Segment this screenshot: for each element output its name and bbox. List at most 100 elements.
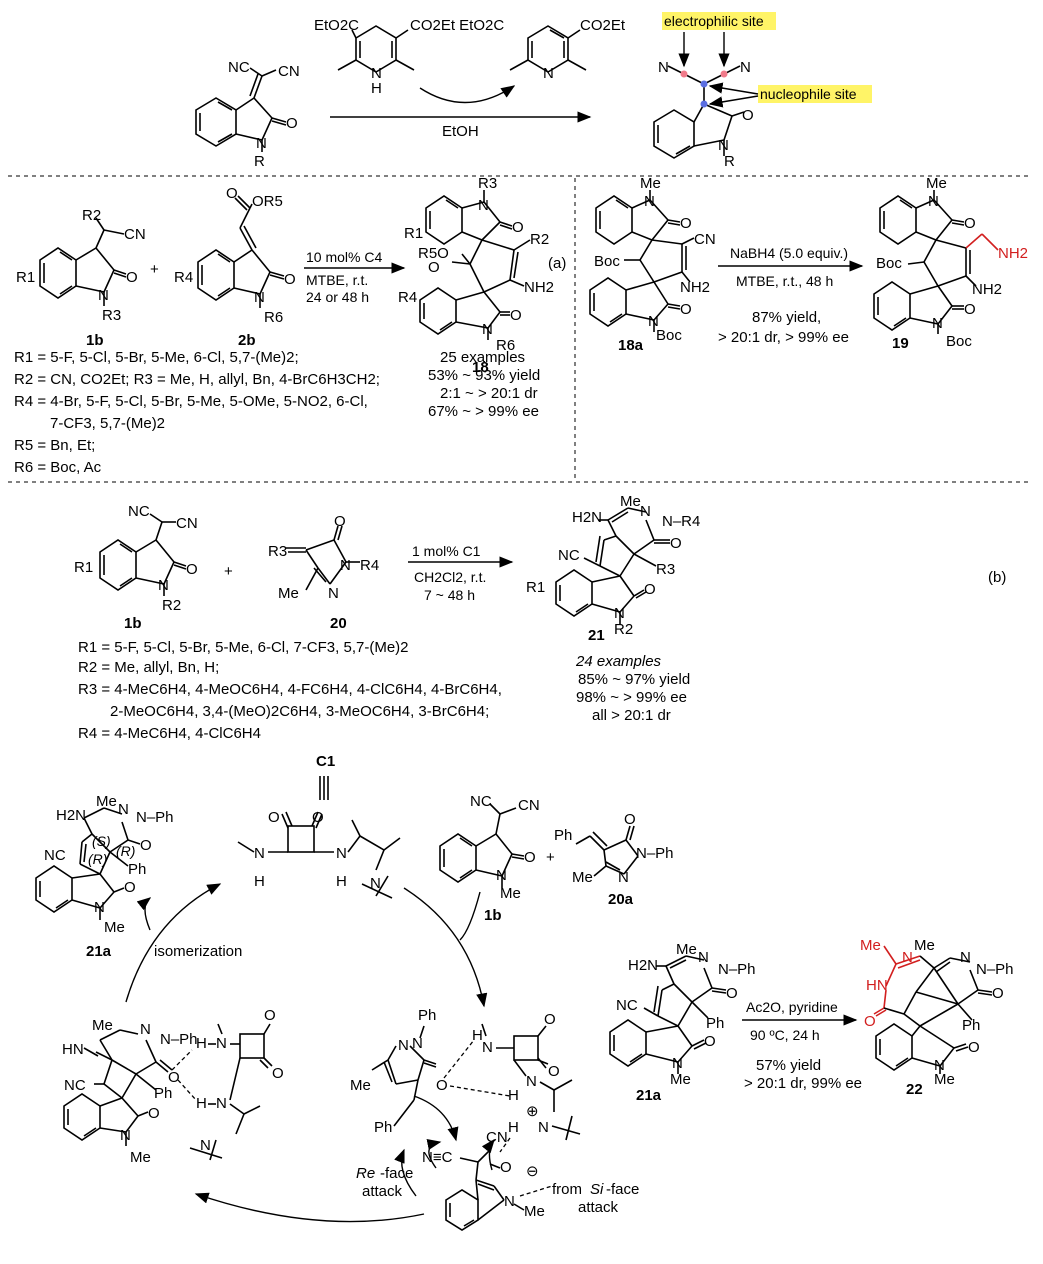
p18-n2: N: [482, 321, 493, 338]
cond-ac2o: 90 ºC, 24 h: [750, 1027, 820, 1043]
p18-r3: R3: [478, 175, 497, 192]
ts-ph2: Ph: [374, 1119, 392, 1136]
p18a-n2: N: [648, 313, 659, 330]
re-attack: attack: [362, 1183, 403, 1200]
result-b-3: all > 20:1 dr: [592, 707, 671, 724]
result-b-0: 24 examples: [575, 653, 662, 670]
m1b-n: N: [496, 867, 507, 884]
int-o3: O: [148, 1105, 160, 1122]
ts-cn: CN: [486, 1129, 508, 1146]
si-face: Si: [590, 1181, 604, 1198]
label-isomerization: isomerization: [154, 943, 242, 960]
result-22-1: 57% yield: [756, 1057, 821, 1074]
p21-h2n: H2N: [572, 509, 602, 526]
ts-n3: N: [538, 1119, 549, 1136]
cond-b-2: CH2Cl2, r.t.: [414, 569, 486, 585]
m21a-ph: Ph: [128, 861, 146, 878]
m21a-n2: N: [94, 899, 105, 916]
arrow-cycle-up: [125, 883, 222, 1003]
section-a: R2 CN R1 O N R3 1b +: [14, 175, 566, 476]
p18-nh2: NH2: [524, 279, 554, 296]
b-sm1-cn: CN: [176, 515, 198, 532]
sm1-r2: R2: [82, 207, 101, 224]
oxindole-1b-b: NC CN R1 O N R2 1b: [74, 503, 198, 632]
ts-nc: N≡C: [422, 1149, 453, 1166]
m20a-ph: Ph: [554, 827, 572, 844]
p22-n-red: N: [902, 949, 913, 966]
m20a-n: N: [618, 869, 629, 886]
label-19: 19: [892, 335, 909, 352]
m21a-r2: (R): [116, 843, 135, 859]
subst-b-4: R4 = 4-MeC6H4, 4-ClC6H4: [78, 725, 261, 742]
d21a-ph: Ph: [706, 1015, 724, 1032]
arrow-sm-merge: [459, 891, 481, 941]
m20a-nph: N–Ph: [636, 845, 674, 862]
m21a-s: (S): [92, 833, 111, 849]
sm2-or5: OR5: [252, 193, 283, 210]
int-h1: H: [196, 1035, 207, 1052]
p19-nh2: NH2: [972, 281, 1002, 298]
int-o-bot: O: [272, 1065, 284, 1082]
m21a-nph: N–Ph: [136, 809, 174, 826]
cond-a-2: MTBE, r.t.: [306, 272, 368, 288]
mechanism: C1 O O N H N H N: [35, 753, 674, 1231]
cat-o1: O: [268, 809, 280, 826]
m1b-nc: NC: [470, 793, 492, 810]
m20a-o: O: [624, 811, 636, 828]
mech-21a: Me H2N N N–Ph (S) (R) (R) O NC Ph O N Me…: [35, 793, 174, 960]
reduced-product: N N O N R: [653, 32, 759, 170]
subst-a-5: R6 = Boc, Ac: [14, 459, 102, 476]
result-a-3: 67% ~ > 99% ee: [428, 403, 539, 420]
p21-r1: R1: [526, 579, 545, 596]
d21a-label: 21a: [636, 1087, 662, 1104]
p18-r6: R6: [496, 337, 515, 354]
m1b-label: 1b: [484, 907, 502, 924]
electrophilic-highlight: [662, 12, 776, 30]
arrow-to-ts: [403, 887, 488, 1008]
cond-nabh4: MTBE, r.t., 48 h: [736, 273, 833, 289]
p19-o2: O: [964, 301, 976, 318]
p18-o3: O: [510, 307, 522, 324]
d21a-me2: Me: [670, 1071, 691, 1088]
p21-n2: N: [614, 605, 625, 622]
deriv-21a: Me H2N N N–Ph NC O Ph O N Me 21a: [609, 941, 756, 1104]
p18-r5o: R5O: [418, 245, 449, 262]
sm2-n: N: [254, 289, 265, 306]
ts-plus: ⊕: [526, 1103, 539, 1120]
label-18: 18: [472, 359, 489, 376]
p18-r4: R4: [398, 289, 417, 306]
m21a-r1: (R): [88, 851, 107, 867]
arrow-isomerization: [136, 897, 152, 931]
int-me: Me: [92, 1017, 113, 1034]
cat-h2: H: [336, 873, 347, 890]
int-o: O: [168, 1069, 180, 1086]
d21a-o: O: [726, 985, 738, 1002]
result-19-1: 87% yield,: [752, 309, 821, 326]
tag-a: (a): [548, 255, 566, 272]
solvent: EtOH: [442, 123, 479, 140]
ts-me: Me: [350, 1077, 371, 1094]
p18a-nh2: NH2: [680, 279, 710, 296]
catalyst-c1: O O N H N H N: [237, 809, 401, 899]
m20a-me: Me: [572, 869, 593, 886]
pyridine-n: N: [543, 65, 554, 82]
b-sm1-o: O: [186, 561, 198, 578]
sm2-o: O: [284, 271, 296, 288]
product-21: Me H2N N N–R4 NC O R3 R1 O N R2 21: [526, 493, 700, 644]
hantzsch-h: H: [371, 80, 382, 97]
p22-n2: N: [934, 1057, 945, 1074]
p22-ph: Ph: [962, 1017, 980, 1034]
b-sm1-nc: NC: [128, 503, 150, 520]
sm2-r6: R6: [264, 309, 283, 326]
d21a-nph: N–Ph: [718, 961, 756, 978]
b-sm2-n2: N: [328, 585, 339, 602]
ts-ph: Ph: [418, 1007, 436, 1024]
p21-nr4: N–R4: [662, 513, 700, 530]
result-a-2: 2:1 ~ > 20:1 dr: [440, 385, 538, 402]
cat-o2: O: [312, 809, 324, 826]
section-18a-19: Me N O CN Boc NH2 O N Boc 18a NaBH4 (5.0…: [589, 175, 1028, 354]
subst-a-3: 7-CF3, 5,7-(Me)2: [50, 415, 165, 432]
d21a-n2: N: [672, 1055, 683, 1072]
int-me2: Me: [130, 1149, 151, 1166]
si-from: from: [552, 1181, 582, 1198]
